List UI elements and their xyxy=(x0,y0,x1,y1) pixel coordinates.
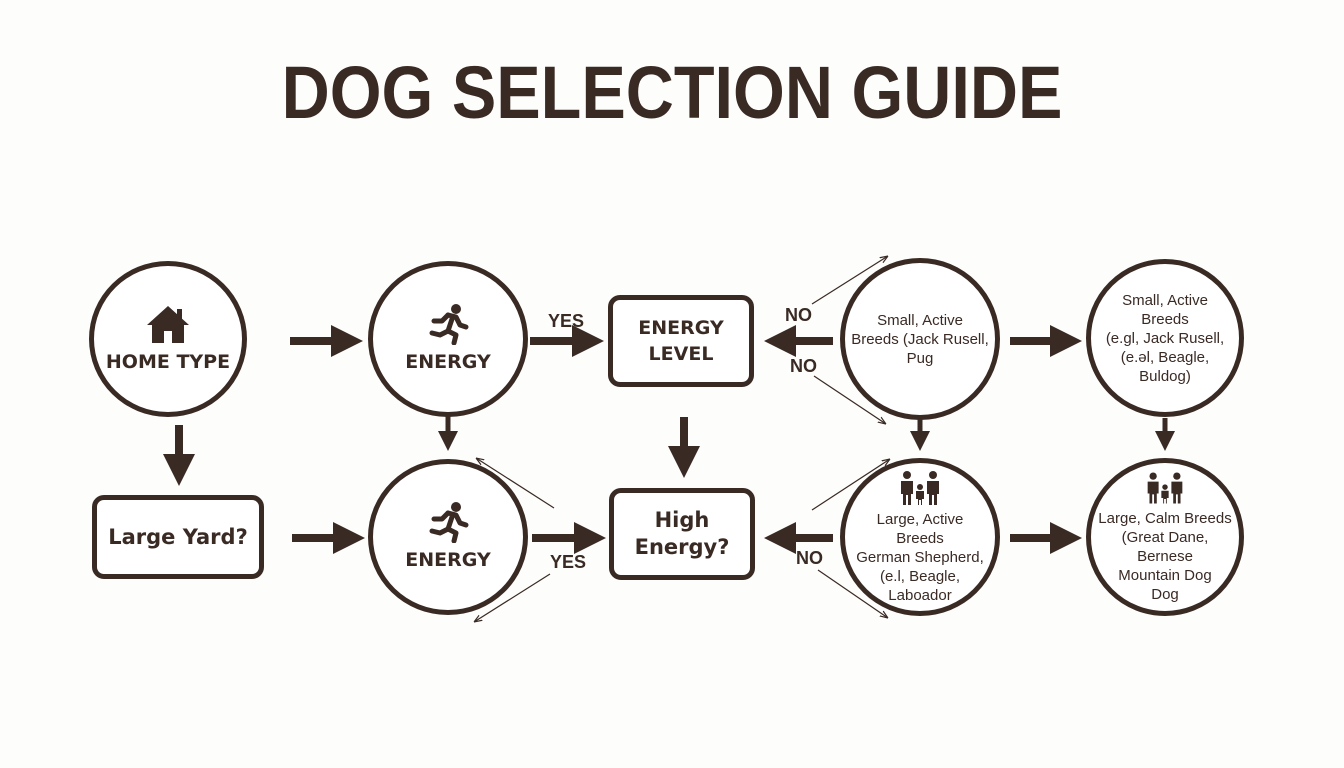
thin-arrow-5 xyxy=(476,458,555,509)
edge-label-yes-bottom: YES xyxy=(550,552,587,572)
edge-label-no-bottom: NO xyxy=(796,548,823,568)
node-energy-top: ENERGY xyxy=(368,261,528,417)
node-small-active-2-label: Small, Active Breeds (e.gl, Jack Rusell,… xyxy=(1105,291,1225,385)
node-energy-level: ENERGY LEVEL xyxy=(608,295,754,387)
node-large-yard-label: Large Yard? xyxy=(108,524,248,549)
node-home-type: HOME TYPE xyxy=(89,261,247,417)
family-icon xyxy=(901,470,939,505)
node-large-calm-label: Large, Calm Breeds (Great Dane, Bernese … xyxy=(1098,509,1232,603)
running-person-icon xyxy=(429,502,469,543)
family-icon xyxy=(1147,471,1183,504)
node-energy-bottom: ENERGY xyxy=(368,459,528,615)
node-large-calm: Large, Calm Breeds (Great Dane, Bernese … xyxy=(1086,458,1244,616)
thin-arrow-3 xyxy=(811,459,890,511)
node-small-active-1: Small, Active Breeds (Jack Rusell, Pug xyxy=(840,258,1000,420)
running-person-icon xyxy=(429,304,469,345)
node-energy-top-label: ENERGY xyxy=(405,351,491,373)
thin-arrow-6 xyxy=(474,573,551,622)
node-energy-level-label: ENERGY LEVEL xyxy=(638,317,724,365)
thin-arrow-1 xyxy=(811,256,888,305)
node-large-yard: Large Yard? xyxy=(92,495,264,579)
node-home-type-label: HOME TYPE xyxy=(105,351,231,373)
node-high-energy: High Energy? xyxy=(609,488,755,580)
edge-label-yes-top: YES xyxy=(548,311,585,331)
node-small-active-2: Small, Active Breeds (e.gl, Jack Rusell,… xyxy=(1086,259,1244,417)
edge-label-no-top-upper: NO xyxy=(785,305,812,325)
node-small-active-1-label: Small, Active Breeds (Jack Rusell, Pug xyxy=(851,311,989,367)
thin-arrow-4 xyxy=(817,569,888,618)
house-icon xyxy=(147,306,189,343)
node-large-active-label: Large, Active Breeds German Shepherd, (e… xyxy=(856,510,984,604)
page-title: DOG SELECTION GUIDE xyxy=(281,51,1063,134)
node-large-active: Large, Active Breeds German Shepherd, (e… xyxy=(840,458,1000,616)
node-high-energy-label: High Energy? xyxy=(634,508,730,559)
thin-arrow-2 xyxy=(813,375,886,424)
node-energy-bottom-label: ENERGY xyxy=(405,549,491,571)
edge-label-no-top-lower: NO xyxy=(790,356,817,376)
